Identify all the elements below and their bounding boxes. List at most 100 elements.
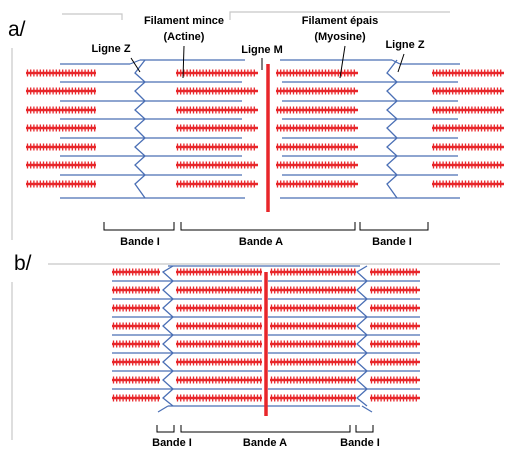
myosin-heads xyxy=(270,394,356,402)
myosin-heads xyxy=(176,124,255,132)
myosin-heads xyxy=(276,143,355,151)
thin-filament-sublabel: (Actine) xyxy=(164,31,205,43)
myosin-filament xyxy=(112,286,160,294)
myosin-filament xyxy=(176,304,262,312)
panel-b-labels: Bande I Bande A Bande I xyxy=(152,437,380,449)
myosin-heads xyxy=(276,180,355,188)
myosin-filament xyxy=(176,394,262,402)
myosin-heads xyxy=(176,394,262,402)
myosin-heads xyxy=(370,268,417,276)
band-bracket xyxy=(156,425,175,433)
myosin-filament xyxy=(176,286,262,294)
myosin-filament xyxy=(26,124,96,132)
z-disc xyxy=(355,265,368,407)
myosin-filament xyxy=(176,180,258,188)
myosin-filament xyxy=(270,394,356,402)
myosin-heads xyxy=(112,394,159,402)
myosin-filament xyxy=(270,376,356,384)
myosin-filament xyxy=(26,106,96,114)
z-splay xyxy=(157,405,169,413)
myosin-filament xyxy=(112,394,160,402)
myosin-heads xyxy=(176,358,262,366)
myosin-heads xyxy=(270,304,356,312)
panel-frames xyxy=(11,11,500,440)
myosin-heads xyxy=(432,143,502,151)
myosin-filament xyxy=(270,268,356,276)
myosin-heads xyxy=(432,69,502,77)
myosin-filament xyxy=(270,286,356,294)
myosin-heads xyxy=(176,161,255,169)
thick-filament-label: Filament épais xyxy=(302,15,378,27)
myosin-filament xyxy=(176,161,258,169)
myosin-heads xyxy=(370,322,417,330)
myosin-heads xyxy=(176,304,262,312)
myosin-filament xyxy=(432,87,504,95)
myosin-heads xyxy=(370,394,417,402)
z-disc xyxy=(161,265,174,407)
myosin-heads xyxy=(176,322,262,330)
myosin-filament xyxy=(112,376,160,384)
myosin-filament xyxy=(112,322,160,330)
myosin-filament xyxy=(432,106,504,114)
frame-a-top-left xyxy=(62,13,123,20)
myosin-heads xyxy=(112,304,159,312)
myosin-heads xyxy=(270,376,356,384)
z-splay xyxy=(361,405,373,413)
myosin-filament xyxy=(276,124,358,132)
myosin-heads xyxy=(432,106,502,114)
myosin-filament xyxy=(176,69,258,77)
myosin-filament xyxy=(276,106,358,114)
panel-b-lines xyxy=(156,265,374,433)
myosin-heads xyxy=(270,268,356,276)
thick-filament-sublabel: (Myosine) xyxy=(314,31,366,43)
myosin-heads xyxy=(112,268,159,276)
leader-line xyxy=(339,45,346,79)
myosin-filament xyxy=(176,268,262,276)
myosin-heads xyxy=(270,358,356,366)
leader-line xyxy=(397,53,405,73)
panel-b-thin-filaments xyxy=(112,265,420,407)
z-line-left-label: Ligne Z xyxy=(91,43,130,55)
myosin-filament xyxy=(176,143,258,151)
myosin-heads xyxy=(176,106,255,114)
myosin-filament xyxy=(270,340,356,348)
myosin-heads xyxy=(176,268,262,276)
myosin-heads xyxy=(276,124,355,132)
myosin-filament xyxy=(276,87,358,95)
myosin-filament xyxy=(432,161,504,169)
myosin-heads xyxy=(432,87,502,95)
band-i-left-label-b: Bande I xyxy=(152,437,192,449)
myosin-heads xyxy=(112,286,159,294)
band-i-right-label-a: Bande I xyxy=(372,236,412,248)
band-i-right-label-b: Bande I xyxy=(340,437,380,449)
myosin-heads xyxy=(26,69,96,77)
myosin-heads xyxy=(112,340,159,348)
myosin-filament xyxy=(370,304,420,312)
panel-b-tag: b/ xyxy=(14,252,32,275)
myosin-heads xyxy=(370,376,417,384)
myosin-heads xyxy=(176,340,262,348)
myosin-heads xyxy=(112,376,159,384)
myosin-heads xyxy=(26,143,96,151)
myosin-filament xyxy=(432,180,504,188)
myosin-heads xyxy=(26,87,96,95)
panel-a-labels: Ligne Z Filament mince (Actine) Ligne M … xyxy=(91,15,424,248)
myosin-filament xyxy=(26,69,96,77)
panel-a-tag: a/ xyxy=(8,18,26,41)
z-disc xyxy=(386,59,398,199)
myosin-heads xyxy=(112,358,159,366)
myosin-filament xyxy=(270,304,356,312)
myosin-filament xyxy=(176,358,262,366)
myosin-filament xyxy=(26,161,96,169)
myosin-filament xyxy=(276,69,358,77)
frame-a-top-right xyxy=(229,11,450,20)
myosin-filament xyxy=(276,143,358,151)
myosin-filament xyxy=(270,358,356,366)
myosin-filament xyxy=(112,268,160,276)
panel-a-thin-filaments xyxy=(60,59,460,199)
myosin-filament xyxy=(370,394,420,402)
myosin-filament xyxy=(176,322,262,330)
myosin-filament xyxy=(370,322,420,330)
myosin-filament xyxy=(276,180,358,188)
